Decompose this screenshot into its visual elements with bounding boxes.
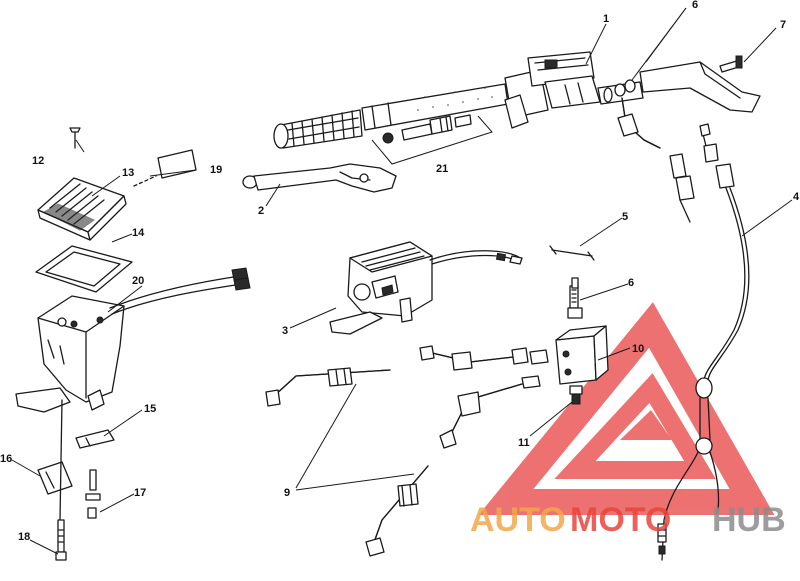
callout-19: 19 <box>210 164 222 176</box>
callout-13: 13 <box>122 167 134 179</box>
callout-9: 9 <box>284 487 290 499</box>
brake-hoses <box>265 345 529 557</box>
throttle-housing <box>329 241 523 335</box>
callout-11: 11 <box>518 437 530 449</box>
rear-master-cylinder <box>15 127 251 561</box>
callout-5: 5 <box>622 211 628 223</box>
brake-cable <box>657 123 793 561</box>
callout-16: 16 <box>0 453 12 465</box>
brake-block <box>521 277 609 405</box>
callout-18: 18 <box>18 531 30 543</box>
pushrod-kit <box>371 114 493 165</box>
callout-10: 10 <box>632 343 644 355</box>
callout-15: 15 <box>144 403 156 415</box>
callout-6-top: 6 <box>692 0 698 11</box>
callout-12: 12 <box>32 155 44 167</box>
callouts: 1 2 3 4 5 6 6 7 9 10 11 12 13 14 15 16 1… <box>0 0 800 543</box>
watermark-moto: MOTO <box>570 501 671 539</box>
callout-17: 17 <box>134 487 146 499</box>
callout-6-block: 6 <box>628 277 634 289</box>
clip <box>549 245 595 261</box>
upper-brake-line <box>617 97 695 223</box>
handlebar-assembly <box>273 51 761 149</box>
callout-14: 14 <box>132 227 145 239</box>
leader-lines <box>11 7 777 555</box>
callout-3: 3 <box>282 325 288 337</box>
callout-7: 7 <box>780 19 786 31</box>
watermark-wordmark: AUTO MOTO HUB <box>470 501 786 539</box>
callout-2: 2 <box>258 205 264 217</box>
callout-4: 4 <box>793 191 800 203</box>
callout-1: 1 <box>603 13 609 25</box>
brake-lever <box>242 163 397 193</box>
callout-20: 20 <box>132 275 144 287</box>
callout-21: 21 <box>436 163 448 175</box>
watermark-auto: AUTO <box>470 501 566 539</box>
watermark-logo <box>478 302 775 515</box>
watermark-hub: HUB <box>712 501 786 539</box>
